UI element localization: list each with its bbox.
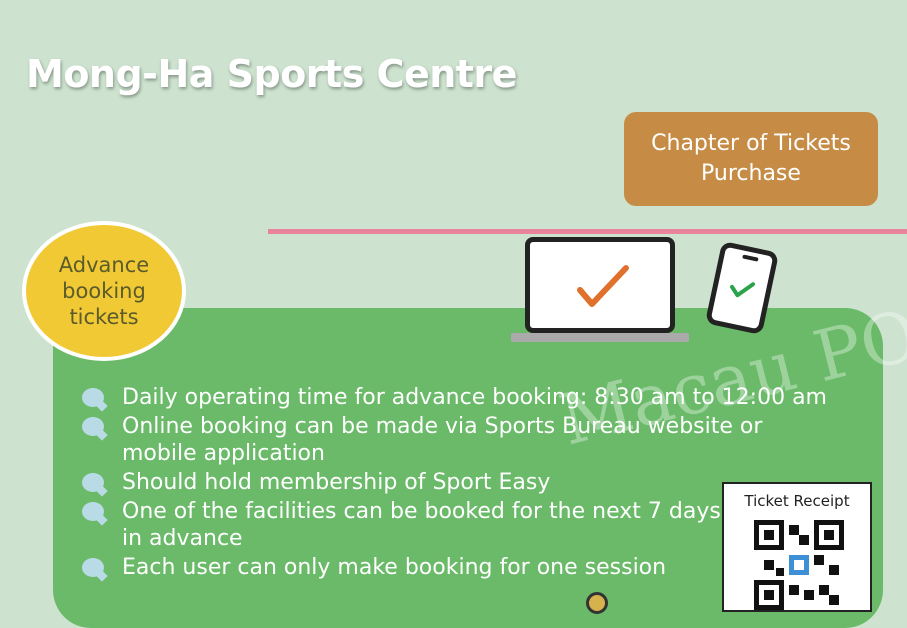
badge-line-3: tickets — [69, 305, 139, 329]
green-checkmark-icon — [730, 282, 756, 298]
list-item-text: Daily operating time for advance booking… — [122, 385, 827, 410]
speech-bubble-icon — [82, 558, 104, 577]
speech-bubble-icon — [82, 473, 104, 492]
speech-bubble-icon — [82, 388, 104, 407]
divider-line — [268, 229, 907, 234]
chapter-line-2: Purchase — [701, 161, 801, 186]
speech-bubble-icon — [82, 417, 104, 436]
coin-icon — [586, 592, 608, 614]
receipt-title: Ticket Receipt — [744, 492, 850, 510]
phone-icon — [704, 240, 780, 336]
chapter-line-1: Chapter of Tickets — [651, 131, 851, 156]
bullet-list: Daily operating time for advance booking… — [82, 384, 842, 583]
list-item: Each user can only make booking for one … — [82, 554, 842, 581]
list-item-text: Should hold membership of Sport Easy — [122, 470, 551, 495]
list-item: Should hold membership of Sport Easy — [82, 469, 842, 496]
speech-bubble-icon — [82, 502, 104, 521]
badge-line-1: Advance — [58, 253, 150, 277]
list-item-text: Online booking can be made via Sports Bu… — [122, 414, 763, 466]
laptop-icon — [525, 237, 675, 333]
page-title: Mong-Ha Sports Centre — [26, 52, 517, 96]
qr-code-icon[interactable] — [754, 520, 844, 610]
list-item-text: Each user can only make booking for one … — [122, 555, 667, 580]
orange-checkmark-icon — [577, 265, 629, 307]
advance-booking-badge: Advance booking tickets — [22, 221, 186, 361]
list-item: Online booking can be made via Sports Bu… — [82, 413, 842, 467]
list-item: One of the facilities can be booked for … — [82, 498, 722, 552]
ticket-receipt-card[interactable]: Ticket Receipt — [722, 482, 872, 612]
chapter-box: Chapter of Tickets Purchase — [624, 112, 878, 206]
list-item-text: One of the facilities can be booked for … — [122, 499, 721, 551]
laptop-base — [511, 333, 689, 342]
list-item: Daily operating time for advance booking… — [82, 384, 842, 411]
badge-line-2: booking — [62, 279, 146, 303]
